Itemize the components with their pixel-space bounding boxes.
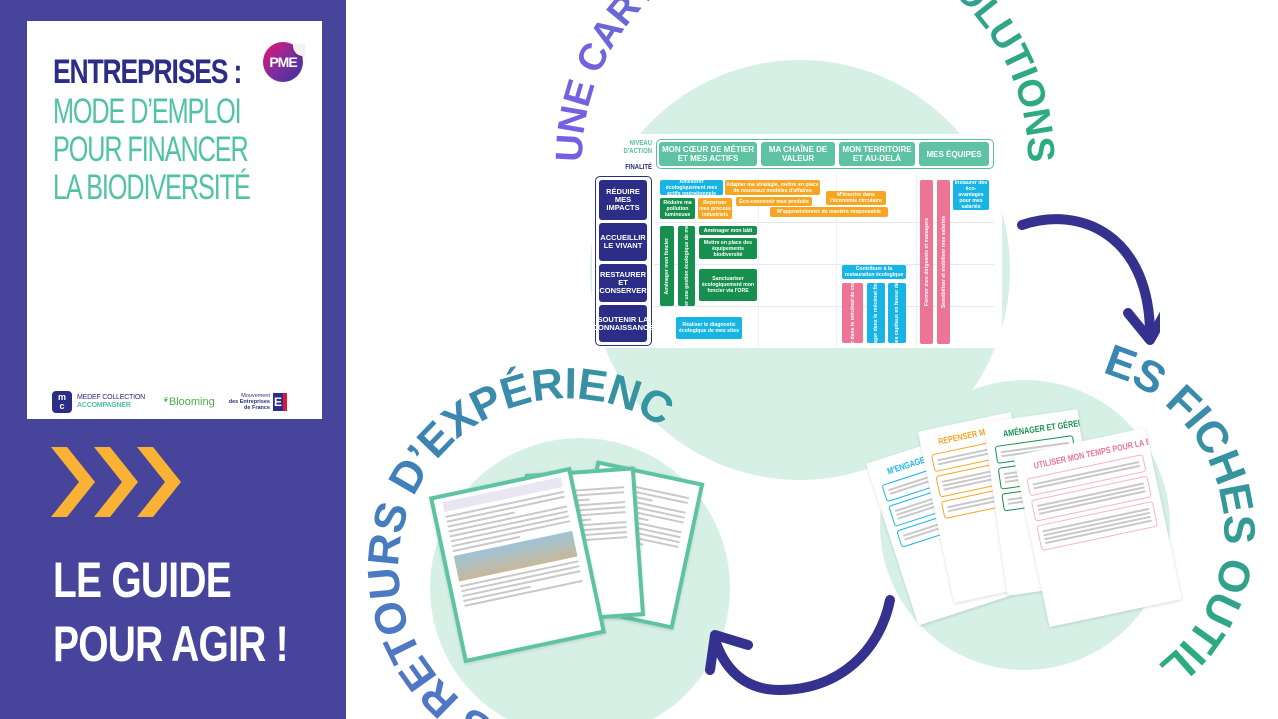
column-header: MA CHAÎNE DE VALEUR [761, 142, 835, 166]
cover-title: ENTREPRISES : [53, 53, 242, 91]
matrix-cell: Mettre en place des équipements biodiver… [699, 238, 757, 259]
cover-subtitle: MODE D’EMPLOI POUR FINANCER LA BIODIVERS… [53, 92, 251, 207]
matrix-cell: Aménager mon bâti [699, 226, 757, 235]
guide-cover: ENTREPRISES : MODE D’EMPLOI POUR FINANCE… [27, 21, 322, 419]
matrix-cell: Réaliser le diagnostic écologique de mes… [676, 317, 742, 339]
matrix-cell: Instaurer une gestion écologique de mes … [678, 226, 695, 306]
column-header: MES ÉQUIPES [919, 142, 989, 166]
matrix-cell: M'inscrire dans l'économie circulaire [826, 191, 886, 205]
row-header: RÉDUIRE MES IMPACTS [599, 180, 647, 220]
blooming-logo: ❦Blooming [162, 396, 215, 408]
finalite-label: FINALITÉ [625, 164, 652, 171]
collection-label: MEDEF COLLECTION ACCOMPAGNER [77, 394, 145, 409]
row-header: SOUTENIR LA CONNAISSANCE [593, 305, 653, 342]
matrix-cell: Sensibiliser et mobiliser mes salariés [937, 180, 950, 344]
matrix-cell: Investir mes capitaux en faveur de la na… [888, 283, 906, 343]
matrix-cell: Repenser mes process industriels [698, 198, 732, 219]
matrix-cell: Réduire ma pollution lumineuse [660, 198, 695, 219]
matrix-cell: Contribuer à la restauration écologique [842, 265, 906, 279]
row-header: RESTAURER ET CONSERVER [599, 264, 647, 302]
column-headers: MON CŒUR DE MÉTIER ET MES ACTIFS MA CHAÎ… [656, 139, 994, 169]
niveau-label: NIVEAU D'ACTION [623, 140, 652, 155]
matrix-cell: Aménager mon foncier [660, 226, 674, 306]
column-header: MON CŒUR DE MÉTIER ET MES ACTIFS [659, 142, 757, 166]
pme-badge: PME [263, 42, 305, 82]
curved-arrow-down-icon [1017, 214, 1160, 345]
matrix-cell: Sanctuariser écologiquement mon foncier … [699, 269, 757, 301]
matrix-cell: Adapter ma stratégie, mettre en place de… [725, 180, 820, 195]
matrix-cell: Instaurer des éco-avantages pour mes sal… [953, 180, 989, 210]
matrix-cell: Éco-concevoir mes produits [736, 197, 812, 206]
column-header: MON TERRITOIRE ET AU-DELÀ [839, 142, 915, 166]
row-header: ACCUEILLIR LE VIVANT [599, 223, 647, 261]
left-panel: ENTREPRISES : MODE D’EMPLOI POUR FINANCE… [0, 0, 346, 719]
guide-headline: LE GUIDE POUR AGIR ! [53, 552, 289, 672]
curved-arrow-left-icon [705, 595, 895, 696]
chevron-right-icon [51, 447, 185, 517]
leaf-icon: ❦ [162, 397, 169, 404]
matrix-cell: Former mes dirigeants et managers [920, 180, 933, 344]
matrix-cell: M'engager dans le mécénat financier [867, 283, 885, 343]
matrix-cell: Améliorer écologiquement mes actifs opér… [660, 180, 723, 195]
matrix-cell: M'engager dans le mécénat de compétence [842, 283, 863, 343]
medef-logo: Mouvement des Entreprises de France E [229, 393, 287, 411]
solutions-matrix: NIVEAU D'ACTION FINALITÉ MON CŒUR DE MÉT… [592, 134, 1002, 348]
row-headers: RÉDUIRE MES IMPACTS ACCUEILLIR LE VIVANT… [593, 176, 653, 346]
matrix-cell: M'approvisionner de manière responsable [770, 207, 888, 217]
